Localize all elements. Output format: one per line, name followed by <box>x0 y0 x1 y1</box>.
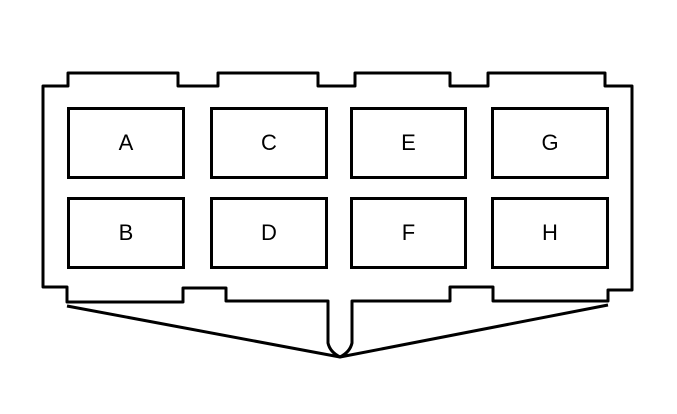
cavity-label: E <box>401 130 416 155</box>
cavity-h: H <box>491 197 609 269</box>
cavity-label: F <box>401 220 416 245</box>
cavity-b: B <box>67 197 185 269</box>
latch-right-line <box>339 303 609 359</box>
cavity-label: D <box>261 220 277 245</box>
cavity-d: D <box>210 197 328 269</box>
cavity-c: C <box>210 107 328 179</box>
cavity-label: G <box>541 130 559 155</box>
cavity-label: A <box>118 130 134 155</box>
cavity-e: E <box>350 107 467 179</box>
cavity-a: A <box>67 107 185 179</box>
cavity-label: B <box>118 220 134 245</box>
latch-left-line <box>66 304 341 359</box>
cavity-f: F <box>350 197 467 269</box>
cavity-g: G <box>491 107 609 179</box>
cavity-label: H <box>542 220 558 245</box>
connector-housing <box>41 71 634 359</box>
cavity-label: C <box>261 130 277 155</box>
